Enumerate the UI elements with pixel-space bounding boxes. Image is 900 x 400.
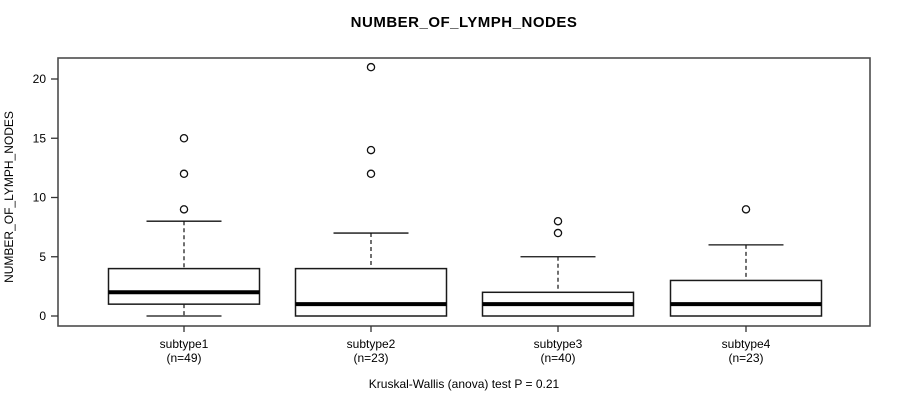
box-iqr — [294, 267, 448, 317]
group-label: subtype4 — [722, 337, 771, 351]
outlier-point — [553, 228, 563, 238]
box-iqr — [669, 279, 823, 317]
outlier-point — [366, 145, 376, 155]
y-axis-label: NUMBER_OF_LYMPH_NODES — [2, 111, 16, 283]
group-label: subtype3 — [534, 337, 583, 351]
plot-marks: 05101520subtype1(n=49)subtype2(n=23)subt… — [33, 57, 871, 365]
group-label: subtype1 — [160, 337, 209, 351]
outlier-point — [366, 62, 376, 72]
group-n-label: (n=23) — [728, 351, 763, 365]
group-n-label: (n=49) — [166, 351, 201, 365]
outlier-point — [179, 133, 189, 143]
outlier-point — [741, 205, 751, 214]
group-n-label: (n=40) — [540, 351, 575, 365]
outlier-point — [553, 216, 563, 226]
stat-test-caption: Kruskal-Wallis (anova) test P = 0.21 — [368, 377, 560, 391]
box-iqr — [107, 267, 261, 305]
outlier-point — [179, 205, 189, 214]
outlier-point — [366, 169, 376, 179]
outlier-point — [179, 169, 189, 179]
y-axis-tick-label: 15 — [33, 131, 47, 145]
y-axis-tick-label: 10 — [33, 191, 47, 205]
group-label: subtype2 — [347, 337, 396, 351]
chart-title: NUMBER_OF_LYMPH_NODES — [350, 14, 578, 31]
y-axis-tick-label: 20 — [33, 72, 47, 86]
plot-frame — [57, 57, 871, 327]
y-axis-tick-label: 0 — [39, 309, 46, 323]
y-axis-tick-label: 5 — [39, 250, 46, 264]
group-n-label: (n=23) — [353, 351, 388, 365]
